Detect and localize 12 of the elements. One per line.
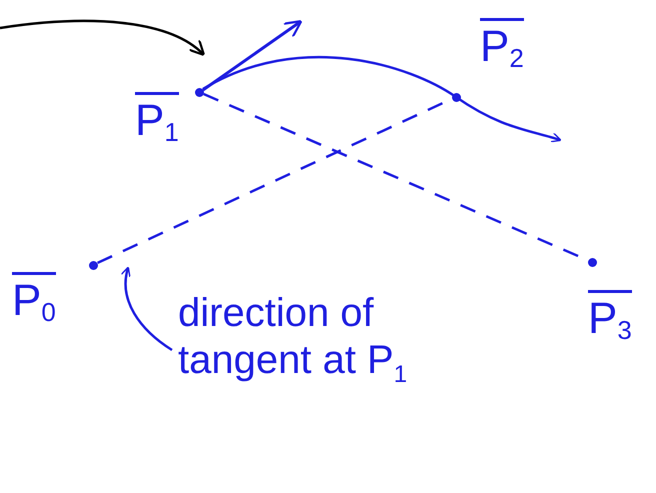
point-dot: [88, 260, 98, 270]
leader-line: [121, 266, 173, 352]
point-dot: [194, 88, 204, 96]
annotation-text: direction of tangent at P$_{1}$: [178, 290, 468, 390]
point-dot: [452, 92, 460, 102]
point-label: P$_{1}$: [135, 92, 179, 145]
point-dot: [588, 258, 596, 266]
point-label: P$_{2}$: [480, 18, 524, 71]
point-label: P$_{0}$: [12, 272, 56, 325]
arrow: [0, 20, 206, 56]
point-label: P$_{3}$: [588, 290, 632, 343]
curve-arrow: [202, 56, 562, 143]
